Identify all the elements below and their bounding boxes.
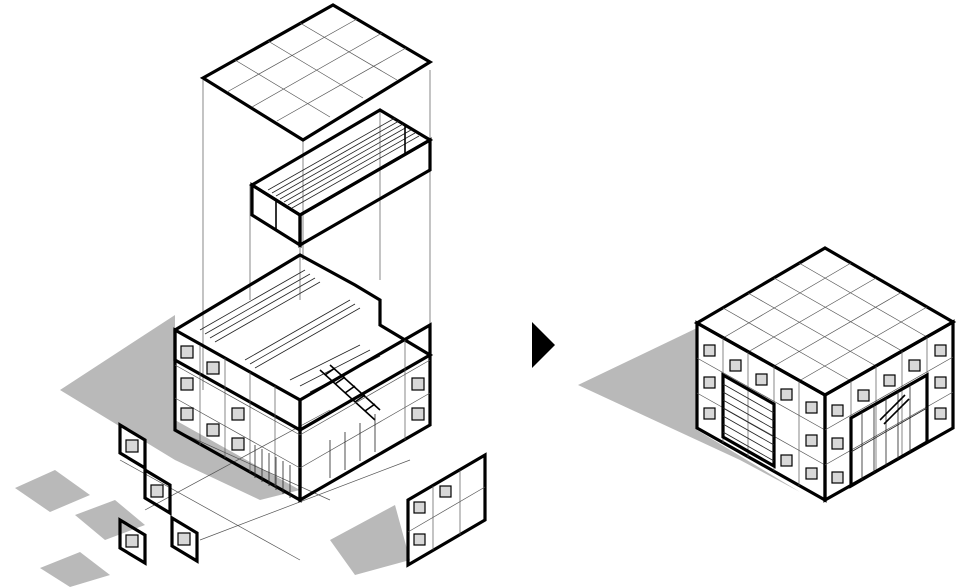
shutter-panel	[721, 372, 776, 469]
triangle-right-icon	[532, 322, 555, 368]
roof-slab	[199, 3, 434, 142]
assembled-windows-left	[703, 344, 818, 480]
upper-container-module	[248, 108, 434, 248]
glazed-opening	[849, 372, 929, 489]
assembled-windows-right	[831, 344, 947, 484]
exploded-axonometric	[15, 3, 487, 587]
exploded-wall-panels-left	[118, 422, 199, 566]
main-building-stack	[173, 253, 434, 503]
exploded-wall-panels-right	[406, 452, 487, 568]
assembled-house	[578, 246, 957, 503]
ground-shadow-right	[578, 328, 800, 492]
stair	[319, 364, 381, 421]
roof-grid	[722, 262, 928, 382]
ground-shadow-left	[15, 315, 410, 587]
glazed-facade	[254, 414, 376, 498]
window-grid-right	[411, 377, 425, 421]
window-grid-left	[180, 345, 245, 451]
